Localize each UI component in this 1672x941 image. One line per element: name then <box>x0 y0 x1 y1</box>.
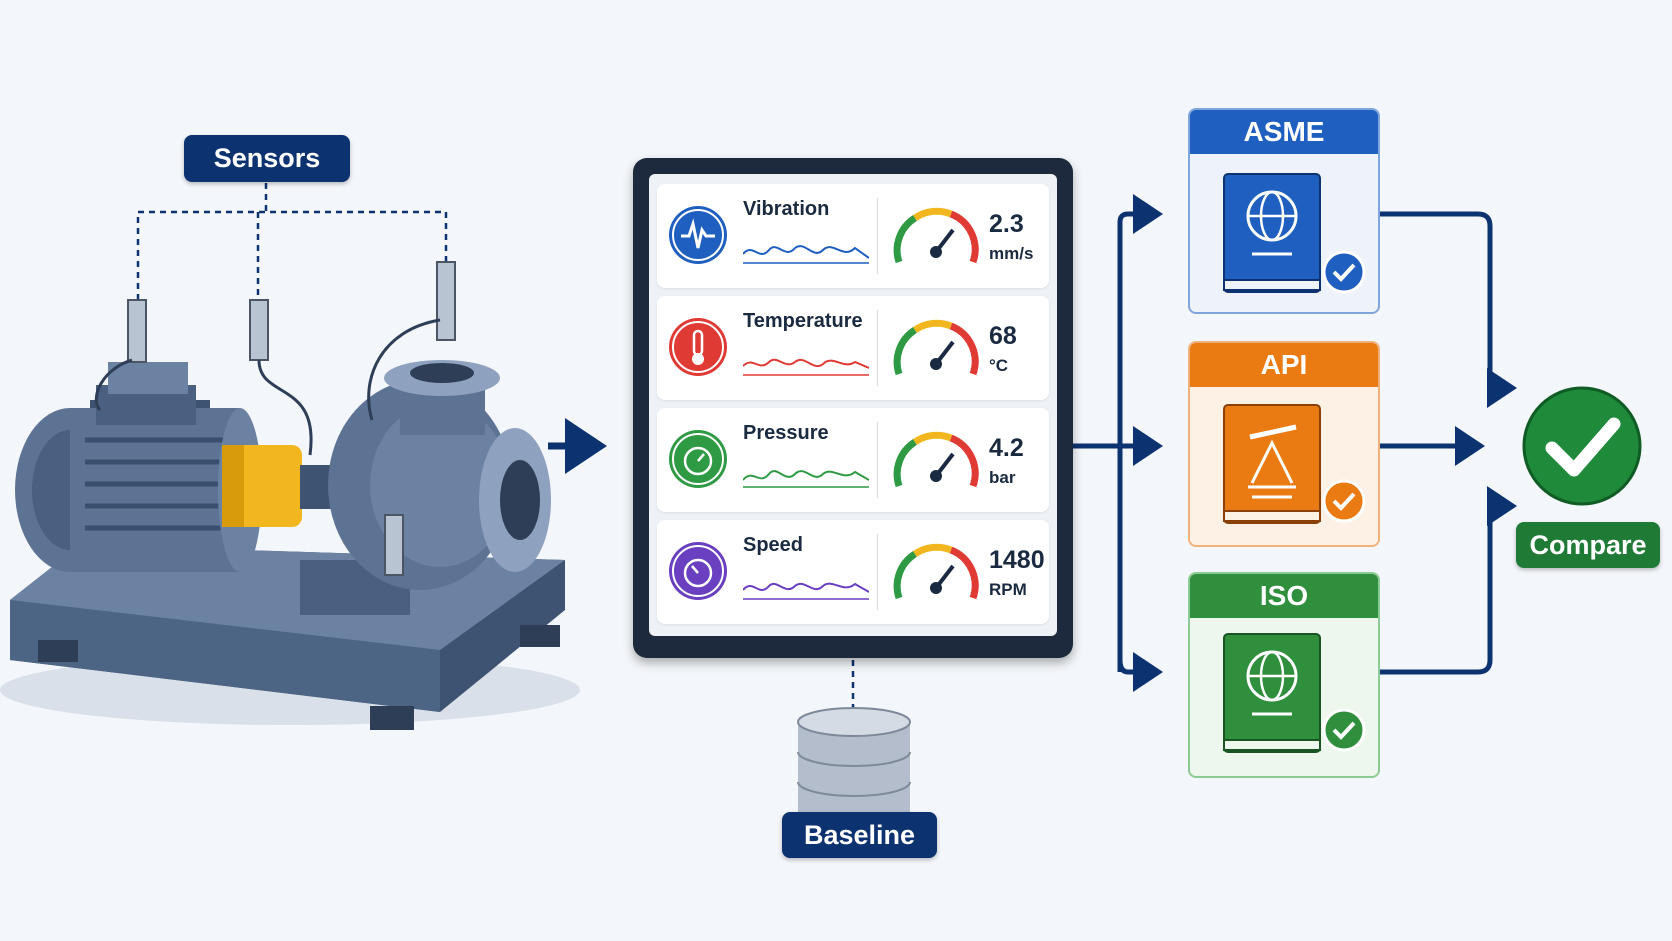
baseline-label: Baseline <box>782 812 937 858</box>
pressure-sparkline <box>743 470 869 488</box>
standards-to-compare-arrows <box>1376 211 1517 675</box>
pressure-gauge-icon <box>669 430 727 488</box>
sensor-probes <box>127 261 456 576</box>
speed-sparkline <box>743 582 869 600</box>
metric-row-temperature: Temperature 68 °C <box>657 296 1049 400</box>
metric-name: Pressure <box>743 422 829 444</box>
thermometer-icon <box>669 318 727 376</box>
metric-unit: °C <box>989 356 1009 375</box>
standard-name: ASME <box>1190 110 1378 154</box>
standard-card-api: API <box>1188 341 1380 547</box>
temperature-sparkline <box>743 358 869 376</box>
temperature-gauge <box>893 319 979 376</box>
globe-book-icon <box>1223 173 1366 294</box>
metric-value: 1480 <box>989 546 1045 574</box>
standard-card-iso: ISO <box>1188 572 1380 778</box>
speedometer-icon <box>669 542 727 600</box>
metric-value: 4.2 <box>989 434 1024 462</box>
globe-book-icon <box>1223 633 1366 753</box>
metric-row-speed: Speed 1480 RPM <box>657 520 1049 624</box>
metric-unit: bar <box>989 468 1016 487</box>
standard-card-asme: ASME <box>1188 108 1380 314</box>
electric-motor <box>15 362 262 572</box>
vibration-gauge <box>893 207 979 264</box>
dashboard-screen: Vibration 2.3 mm/s Temperature 68 °C <box>649 174 1057 636</box>
waveform-icon <box>669 206 727 264</box>
sensor-dashed-lines <box>136 183 448 300</box>
metric-value: 2.3 <box>989 210 1024 238</box>
metric-unit: RPM <box>989 580 1027 599</box>
pump-casing <box>300 360 551 615</box>
metric-unit: mm/s <box>989 244 1034 263</box>
vibration-sparkline <box>743 245 869 264</box>
metric-row-vibration: Vibration 2.3 mm/s <box>657 184 1049 288</box>
monitoring-dashboard: Vibration 2.3 mm/s Temperature 68 °C <box>633 158 1073 658</box>
metric-row-pressure: Pressure 4.2 bar <box>657 408 1049 512</box>
metric-name: Temperature <box>743 310 863 332</box>
pump-illustration <box>0 261 580 730</box>
metric-name: Speed <box>743 534 804 556</box>
standard-name: ISO <box>1190 574 1378 618</box>
sensors-label: Sensors <box>184 135 350 182</box>
pressure-gauge <box>893 431 979 488</box>
standard-name: API <box>1190 343 1378 387</box>
speed-gauge <box>893 543 979 600</box>
metric-name: Vibration <box>743 198 830 220</box>
compare-label: Compare <box>1516 522 1660 568</box>
dashboard-to-standards-arrows <box>1073 194 1163 692</box>
metric-value: 68 <box>989 322 1017 350</box>
oil-pump-book-icon <box>1223 404 1366 524</box>
